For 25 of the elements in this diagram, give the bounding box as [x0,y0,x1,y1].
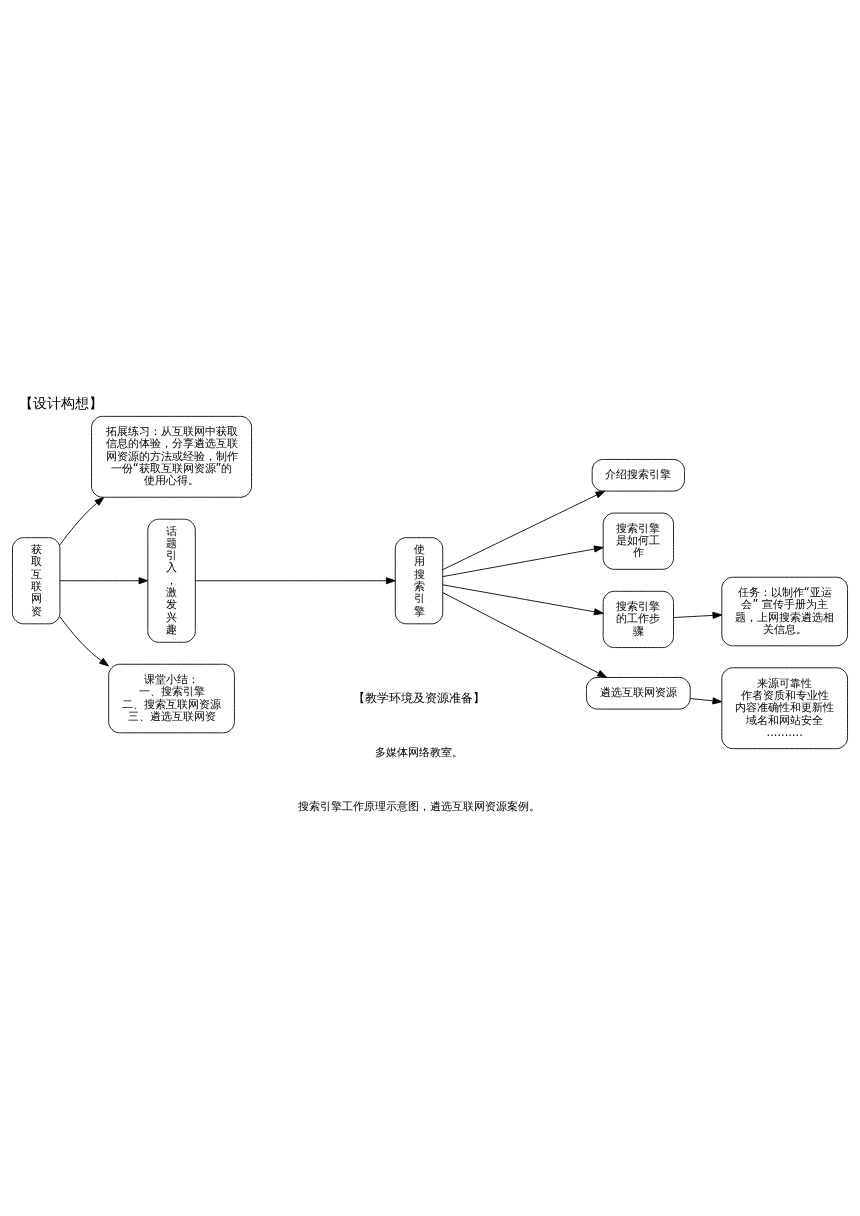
node-box: 使用搜索引擎 [394,537,444,625]
arrow [59,616,109,667]
label: 【教学环境及资源准备】 [353,690,486,705]
node-box: 拓展练习：从互联网中获取信息的体验，分享遴选互联网资源的方法或经验，制作一份“获取互联网资源”的使用心得。 [91,415,252,498]
label: 多媒体网络教室。 [375,745,464,760]
arrow [442,545,604,578]
node-box: 话题引入，激发兴趣 [147,518,196,643]
node-box: 课堂小结： 一、搜索引擎 二、搜索互联网资源 三、遴选互联网资 [108,663,235,734]
diagram-title: 【设计构想】 [19,395,104,412]
arrow [442,592,607,678]
node-box: 获取互联网资 [12,537,61,625]
arrow [690,697,723,705]
node-box: 介绍搜索引擎 [591,459,685,492]
arrow [442,490,606,571]
node-box: 搜索引擎的工作步骤 [602,590,674,648]
node-box: 搜索引擎是如何工作 [602,512,674,570]
node-box: 任务：以制作“亚运会” 宣传手册为主题，上网搜索遴选相关信息。 [721,576,848,647]
arrow [194,577,396,585]
node-box: 来源可靠性 作者资质和专业性 内容准确性和更新性 域名和网站安全 .......... [721,667,848,750]
arrow [59,577,149,585]
label: 搜索引擎工作原理示意图，遴选互联网资源案例。 [298,798,541,813]
arrow [673,611,723,619]
node-box: 遴选互联网资源 [586,677,691,710]
arrow [442,584,604,616]
arrow [59,496,105,546]
